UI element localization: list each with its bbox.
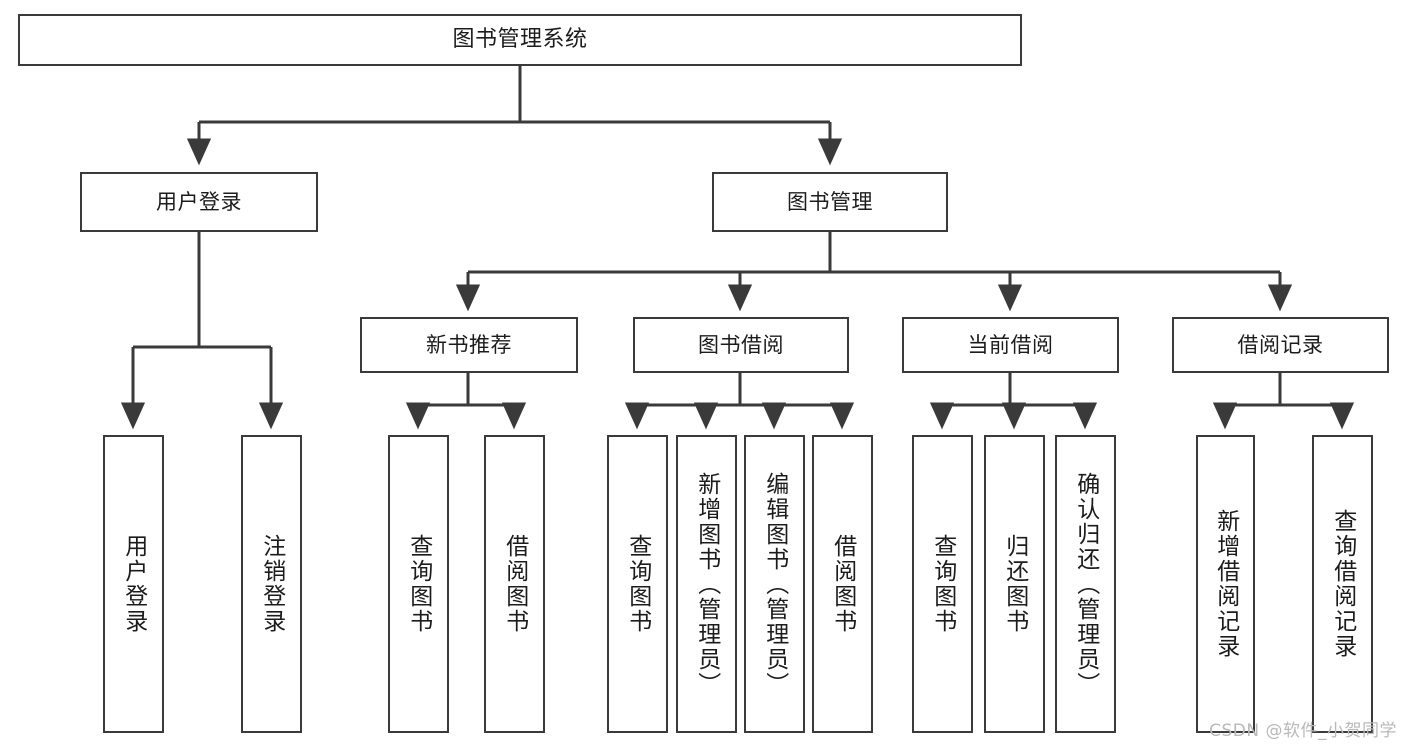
node-current-borrow[interactable]: 当前借阅 — [902, 317, 1119, 373]
node-leaf-edit-book[interactable]: 编辑图书（管理员） — [744, 435, 805, 733]
node-leaf-borrow-book-nbr[interactable]: 借阅图书 — [484, 435, 545, 733]
node-leaf-query-book-nbr[interactable]: 查询图书 — [388, 435, 449, 733]
node-borrow-record-label: 借阅记录 — [1237, 332, 1324, 357]
node-leaf-add-record-label: 新增借阅记录 — [1212, 509, 1239, 659]
node-leaf-borrow-book-bb[interactable]: 借阅图书 — [812, 435, 873, 733]
node-leaf-add-book[interactable]: 新增图书（管理员） — [676, 435, 737, 733]
node-leaf-query-record-label: 查询借阅记录 — [1329, 509, 1356, 659]
node-book-borrow-label: 图书借阅 — [698, 332, 784, 357]
node-leaf-return-book[interactable]: 归还图书 — [984, 435, 1045, 733]
node-leaf-query-book-cb-label: 查询图书 — [929, 534, 956, 634]
node-book-borrow[interactable]: 图书借阅 — [633, 317, 849, 373]
node-leaf-confirm-return[interactable]: 确认归还（管理员） — [1055, 435, 1116, 733]
node-borrow-record[interactable]: 借阅记录 — [1172, 317, 1389, 373]
node-user-login[interactable]: 用户登录 — [80, 172, 318, 232]
node-leaf-query-book-bb[interactable]: 查询图书 — [607, 435, 668, 733]
node-leaf-confirm-return-label: 确认归还（管理员） — [1072, 471, 1099, 697]
node-leaf-query-record[interactable]: 查询借阅记录 — [1312, 435, 1373, 733]
node-leaf-user-login-label: 用户登录 — [120, 534, 147, 634]
node-leaf-logout[interactable]: 注销登录 — [241, 435, 302, 733]
node-root[interactable]: 图书管理系统 — [18, 14, 1022, 66]
node-leaf-query-book-cb[interactable]: 查询图书 — [912, 435, 973, 733]
node-new-book-recommend[interactable]: 新书推荐 — [360, 317, 578, 373]
node-root-label: 图书管理系统 — [452, 27, 588, 53]
node-leaf-user-login[interactable]: 用户登录 — [103, 435, 164, 733]
node-leaf-add-record[interactable]: 新增借阅记录 — [1196, 435, 1255, 733]
node-leaf-borrow-book-nbr-label: 借阅图书 — [501, 534, 528, 634]
node-leaf-logout-label: 注销登录 — [258, 534, 285, 634]
node-new-book-recommend-label: 新书推荐 — [426, 332, 512, 357]
node-leaf-query-book-bb-label: 查询图书 — [624, 534, 651, 634]
node-leaf-add-book-label: 新增图书（管理员） — [693, 471, 720, 697]
node-current-borrow-label: 当前借阅 — [967, 332, 1054, 357]
node-leaf-edit-book-label: 编辑图书（管理员） — [761, 471, 788, 697]
node-user-login-label: 用户登录 — [156, 189, 242, 214]
node-book-manage-label: 图书管理 — [787, 189, 873, 214]
node-leaf-query-book-nbr-label: 查询图书 — [405, 534, 432, 634]
node-leaf-return-book-label: 归还图书 — [1001, 534, 1028, 634]
node-book-manage[interactable]: 图书管理 — [712, 172, 948, 232]
csdn-watermark: CSDN @软件_小贺同学 — [1209, 721, 1397, 741]
node-leaf-borrow-book-bb-label: 借阅图书 — [829, 534, 856, 634]
